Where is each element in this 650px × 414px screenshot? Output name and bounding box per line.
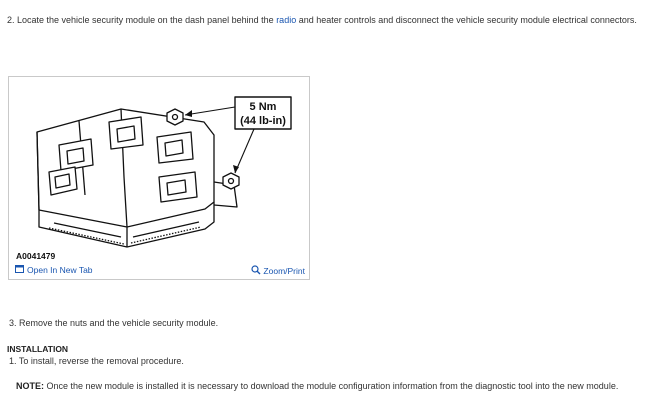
open-in-new-tab-label: Open In New Tab: [27, 265, 93, 275]
installation-step-1: 1. To install, reverse the removal proce…: [9, 356, 184, 366]
figure-toolbar: Open In New Tab Zoom/Print: [9, 261, 309, 279]
zoom-print-label: Zoom/Print: [263, 266, 305, 276]
torque-value-lbin: (44 lb-in): [240, 115, 286, 127]
security-module-diagram: 5 Nm (44 lb-in): [36, 96, 292, 248]
installation-heading: INSTALLATION: [7, 344, 69, 354]
figure-panel: 5 Nm (44 lb-in) A0041479 Open In New Tab…: [8, 76, 310, 280]
figure-code: A0041479: [16, 251, 56, 261]
radio-link[interactable]: radio: [276, 15, 297, 25]
step-2-text-start: 2. Locate the vehicle security module on…: [7, 15, 277, 25]
magnifier-icon: [251, 265, 261, 277]
note-paragraph: NOTE: Once the new module is installed i…: [16, 381, 646, 391]
zoom-print-link[interactable]: Zoom/Print: [251, 265, 305, 277]
note-text: Once the new module is installed it is n…: [44, 381, 619, 391]
open-in-new-tab-link[interactable]: Open In New Tab: [15, 265, 93, 275]
step-3-text: 3. Remove the nuts and the vehicle secur…: [9, 318, 219, 328]
open-tab-icon: [15, 265, 24, 275]
step-2-text: 2. Locate the vehicle security module on…: [7, 14, 637, 27]
torque-value-nm: 5 Nm: [250, 101, 277, 113]
note-label: NOTE:: [16, 381, 44, 391]
step-2-text-end: and heater controls and disconnect the v…: [296, 15, 637, 25]
